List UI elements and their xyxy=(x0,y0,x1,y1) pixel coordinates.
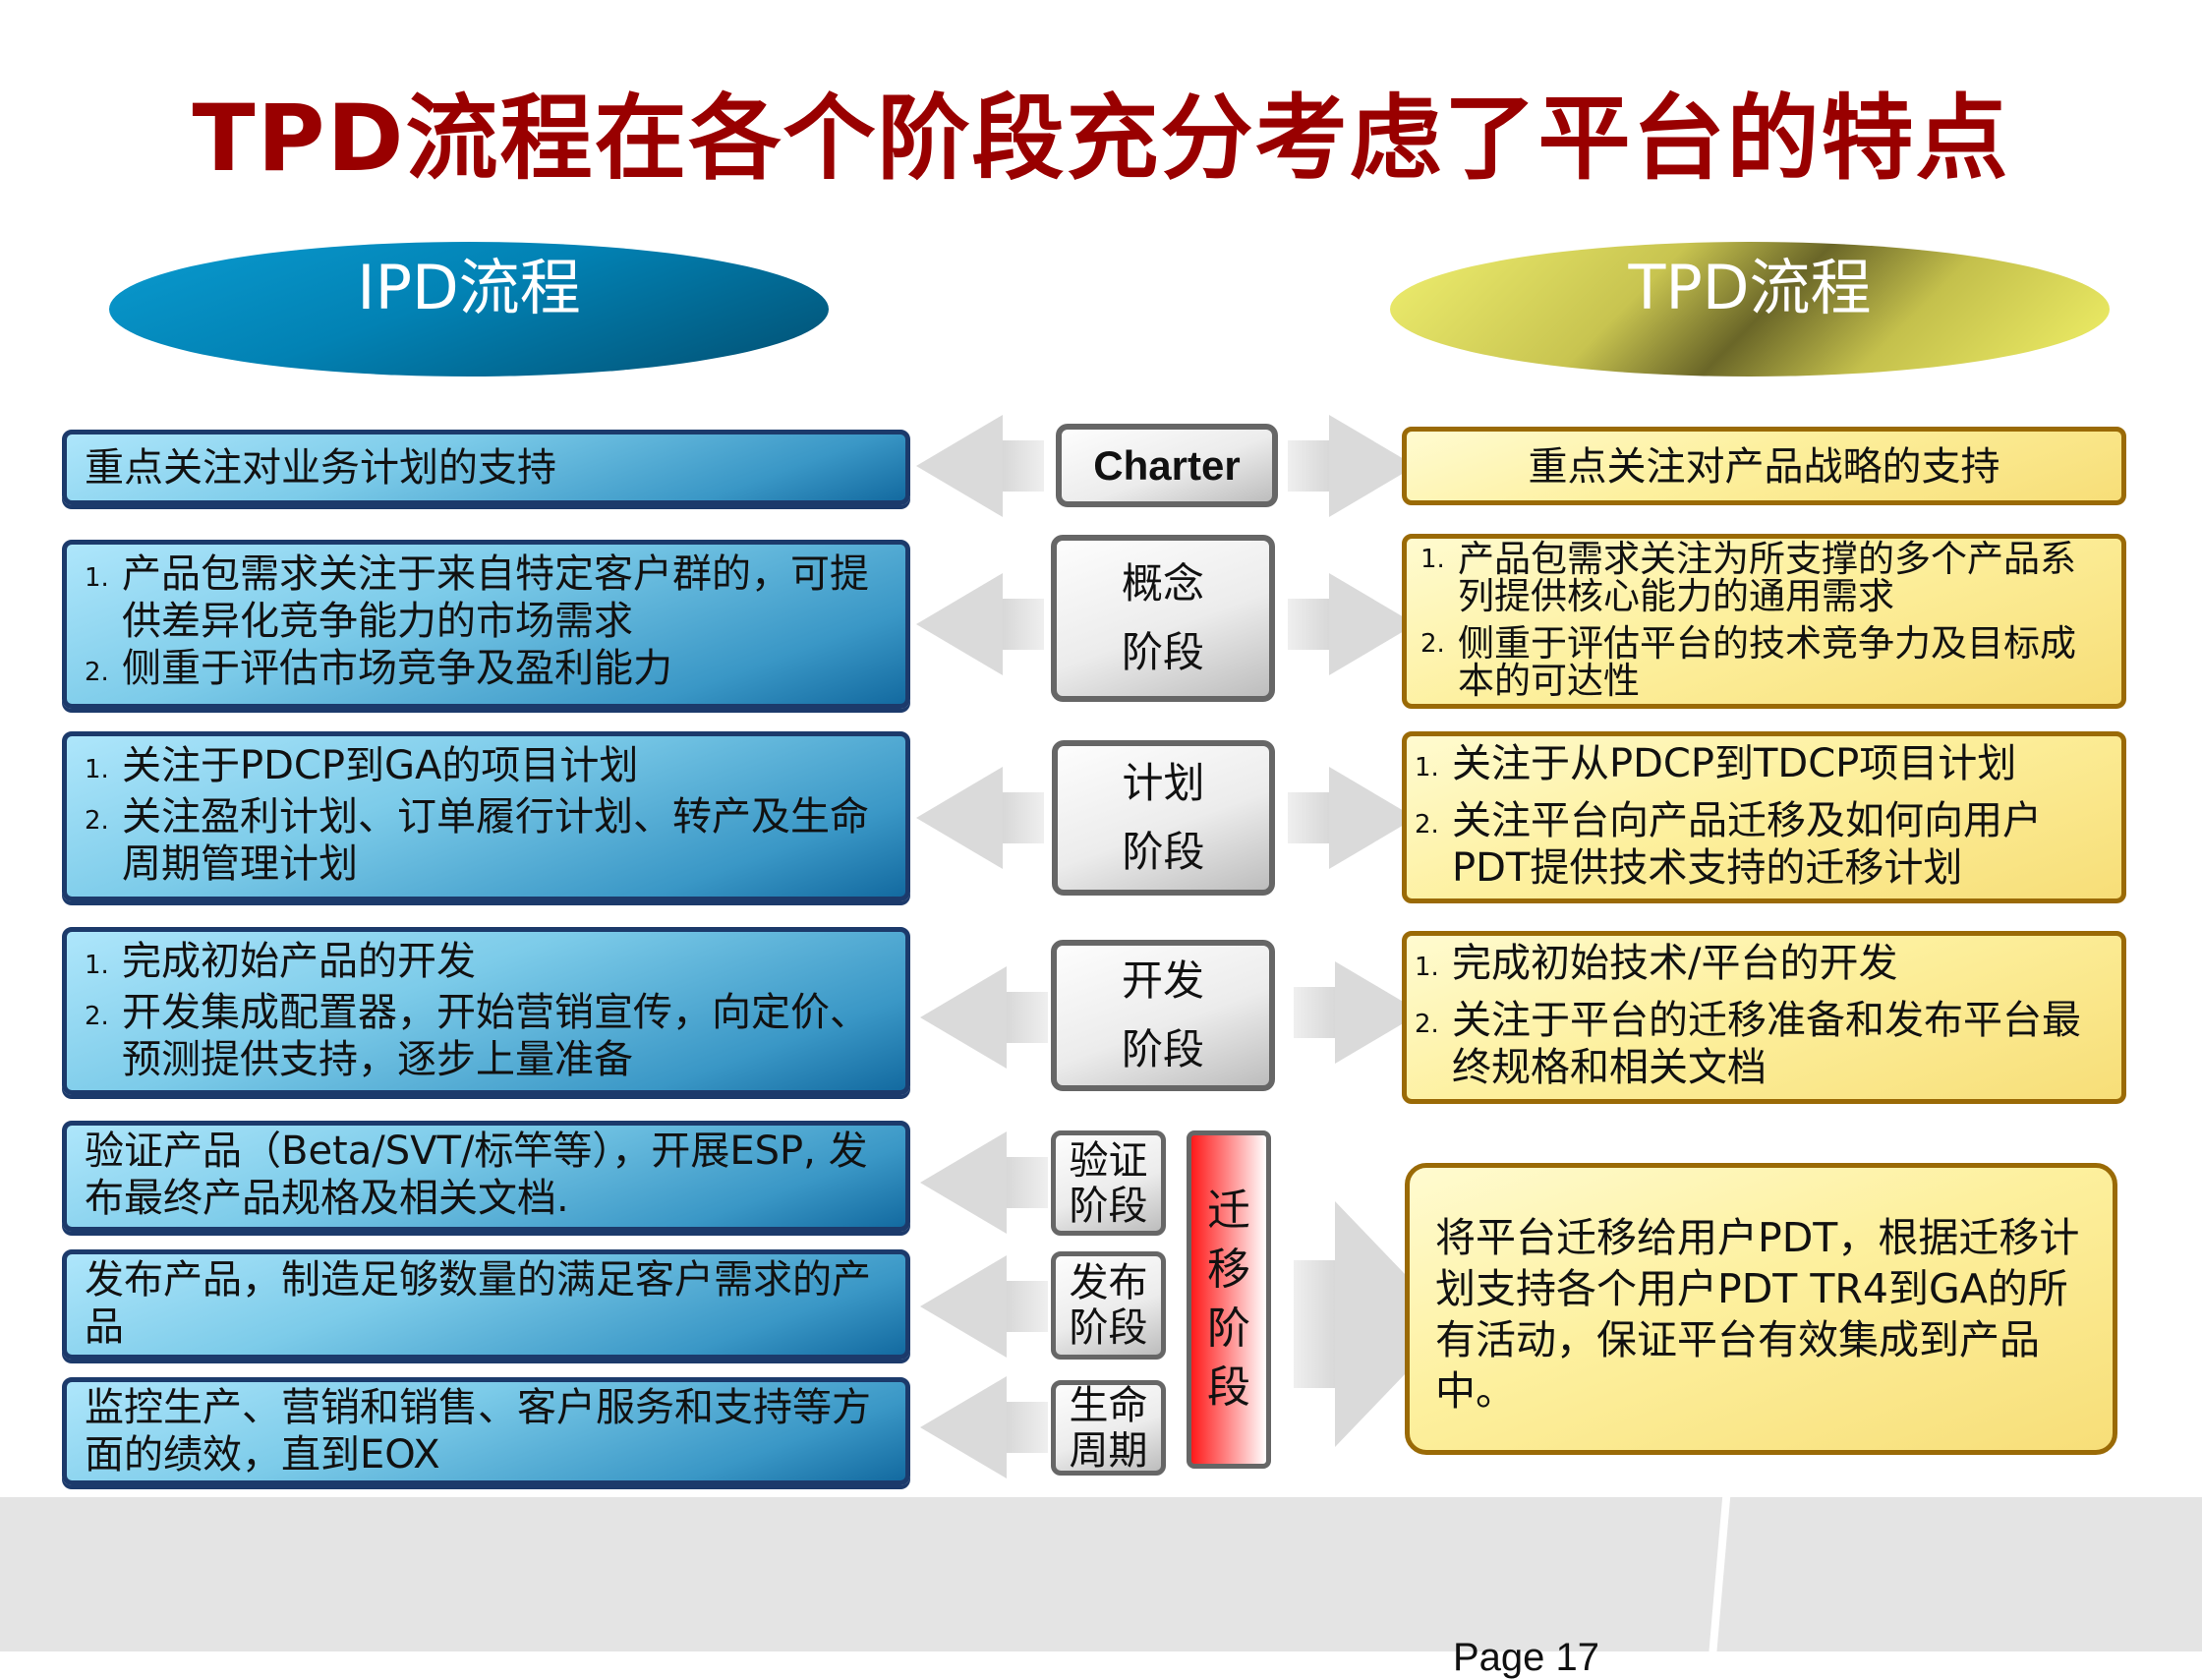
stage-label-line1: 计划 xyxy=(1122,759,1205,807)
tpd-header-ellipse: TPD流程 xyxy=(1390,242,2110,377)
tpd-box-concept: 1. 产品包需求关注为所支撑的多个产品系列提供核心能力的通用需求 2. 侧重于评… xyxy=(1402,534,2126,709)
stage-plan: 计划 阶段 xyxy=(1052,740,1275,896)
ipd-text: 验证产品（Beta/SVT/标竿等），开展ESP, 发布最终产品规格及相关文档. xyxy=(85,1129,868,1221)
item-text: 关注于平台的迁移准备和发布平台最终规格和相关文档 xyxy=(1452,998,2081,1090)
stage-label-line2: 阶段 xyxy=(1069,1183,1148,1229)
list-item: 1. 产品包需求关注为所支撑的多个产品系列提供核心能力的通用需求 xyxy=(1420,541,2108,615)
stage-label-line2: 阶段 xyxy=(1121,628,1204,676)
list-item: 1. 产品包需求关注于来自特定客户群的，可提供差异化竞争能力的市场需求 xyxy=(85,550,888,645)
stage-label-line1: 生命 xyxy=(1069,1382,1148,1428)
item-number: 1. xyxy=(1415,953,1439,982)
item-number: 2. xyxy=(1415,810,1439,840)
slide-title: TPD流程在各个阶段充分考虑了平台的特点 xyxy=(192,86,2010,193)
migration-char: 迁 xyxy=(1207,1186,1250,1236)
item-text: 完成初始技术/平台的开发 xyxy=(1452,941,1898,986)
item-text: 关注于PDCP到GA的项目计划 xyxy=(122,743,639,788)
stage-verify: 验证 阶段 xyxy=(1051,1130,1166,1236)
stage-label-line1: 概念 xyxy=(1121,559,1204,608)
item-number: 1. xyxy=(1415,753,1439,782)
list-item: 1. 完成初始技术/平台的开发 xyxy=(1415,940,2108,991)
item-text: 关注盈利计划、订单履行计划、转产及生命周期管理计划 xyxy=(122,794,869,887)
list-item: 1. 关注于PDCP到GA的项目计划 xyxy=(85,742,888,793)
stage-label-line2: 周期 xyxy=(1069,1427,1148,1474)
stage-migration: 迁 移 阶 段 xyxy=(1187,1130,1271,1469)
list-item: 2. 关注于平台的迁移准备和发布平台最终规格和相关文档 xyxy=(1415,997,2108,1091)
list-item: 2. 侧重于评估平台的技术竞争力及目标成本的可达性 xyxy=(1420,625,2108,700)
migration-char: 移 xyxy=(1207,1245,1250,1295)
stage-label-line2: 阶段 xyxy=(1122,828,1205,876)
tpd-header-label: TPD流程 xyxy=(1628,252,1872,323)
stage-label-line2: 阶段 xyxy=(1121,1025,1204,1073)
item-text: 产品包需求关注为所支撑的多个产品系列提供核心能力的通用需求 xyxy=(1458,538,2076,617)
stage-label-line1: 验证 xyxy=(1069,1137,1148,1184)
item-number: 2. xyxy=(1420,629,1445,659)
ipd-box-lifecycle: 监控生产、营销和销售、客户服务和支持等方面的绩效，直到EOX xyxy=(62,1377,910,1485)
ipd-text: 发布产品，制造足够数量的满足客户需求的产品 xyxy=(85,1257,871,1350)
ipd-box-concept: 1. 产品包需求关注于来自特定客户群的，可提供差异化竞争能力的市场需求 2. 侧… xyxy=(62,540,910,709)
item-text: 完成初始产品的开发 xyxy=(122,939,476,984)
item-number: 2. xyxy=(1415,1010,1439,1039)
tpd-box-plan: 1. 关注于从PDCP到TDCP项目计划 2. 关注平台向产品迁移及如何向用户P… xyxy=(1402,731,2126,903)
item-number: 1. xyxy=(1420,545,1445,574)
list-item: 2. 关注盈利计划、订单履行计划、转产及生命周期管理计划 xyxy=(85,793,888,888)
item-text: 关注平台向产品迁移及如何向用户PDT提供技术支持的迁移计划 xyxy=(1452,798,2042,891)
stage-develop: 开发 阶段 xyxy=(1051,940,1275,1091)
item-text: 侧重于评估平台的技术竞争力及目标成本的可达性 xyxy=(1458,622,2076,702)
stage-concept: 概念 阶段 xyxy=(1051,535,1275,702)
tpd-box-charter: 重点关注对产品战略的支持 xyxy=(1402,427,2126,505)
migration-char: 阶 xyxy=(1207,1303,1250,1354)
item-number: 2. xyxy=(85,1002,109,1031)
item-number: 2. xyxy=(85,658,109,687)
ipd-text: 重点关注对业务计划的支持 xyxy=(85,445,556,491)
stage-label-line1: 发布 xyxy=(1069,1260,1148,1305)
slide-footer xyxy=(0,1497,2202,1651)
item-number: 2. xyxy=(85,806,109,836)
tpd-text: 重点关注对产品战略的支持 xyxy=(1528,444,2000,490)
item-text: 产品包需求关注于来自特定客户群的，可提供差异化竞争能力的市场需求 xyxy=(122,551,869,644)
ipd-box-release: 发布产品，制造足够数量的满足客户需求的产品 xyxy=(62,1249,910,1360)
list-item: 2. 开发集成配置器，开始营销宣传，向定价、预测提供支持，逐步上量准备 xyxy=(85,989,888,1083)
stage-label: Charter xyxy=(1093,441,1241,489)
tpd-text: 将平台迁移给用户PDT，根据迁移计划支持各个用户PDT TR4到GA的所有活动，… xyxy=(1435,1214,2080,1415)
item-text: 关注于从PDCP到TDCP项目计划 xyxy=(1452,741,2017,786)
ipd-box-verify: 验证产品（Beta/SVT/标竿等），开展ESP, 发布最终产品规格及相关文档. xyxy=(62,1121,910,1232)
page-number: Page 17 xyxy=(1453,1636,1600,1679)
list-item: 1. 关注于从PDCP到TDCP项目计划 xyxy=(1415,740,2108,791)
migration-char: 段 xyxy=(1207,1362,1250,1413)
ipd-box-charter: 重点关注对业务计划的支持 xyxy=(62,430,910,505)
item-number: 1. xyxy=(85,755,109,784)
stage-charter: Charter xyxy=(1056,424,1278,507)
tpd-box-develop: 1. 完成初始技术/平台的开发 2. 关注于平台的迁移准备和发布平台最终规格和相… xyxy=(1402,931,2126,1104)
list-item: 2. 关注平台向产品迁移及如何向用户PDT提供技术支持的迁移计划 xyxy=(1415,797,2108,892)
ipd-text: 监控生产、营销和销售、客户服务和支持等方面的绩效，直到EOX xyxy=(85,1385,871,1477)
ipd-box-develop: 1. 完成初始产品的开发 2. 开发集成配置器，开始营销宣传，向定价、预测提供支… xyxy=(62,927,910,1095)
list-item: 2. 侧重于评估市场竞争及盈利能力 xyxy=(85,645,888,696)
ipd-header-label: IPD流程 xyxy=(357,252,581,323)
item-text: 侧重于评估市场竞争及盈利能力 xyxy=(122,646,672,691)
stage-lifecycle: 生命 周期 xyxy=(1051,1380,1166,1476)
stage-label-line1: 开发 xyxy=(1121,956,1204,1005)
item-text: 开发集成配置器，开始营销宣传，向定价、预测提供支持，逐步上量准备 xyxy=(122,990,869,1082)
item-number: 1. xyxy=(85,563,109,593)
stage-release: 发布 阶段 xyxy=(1051,1251,1166,1360)
stage-label-line2: 阶段 xyxy=(1069,1305,1148,1351)
ipd-header-ellipse: IPD流程 xyxy=(109,242,829,377)
list-item: 1. 完成初始产品的开发 xyxy=(85,938,888,989)
tpd-box-migration: 将平台迁移给用户PDT，根据迁移计划支持各个用户PDT TR4到GA的所有活动，… xyxy=(1405,1163,2117,1455)
ipd-box-plan: 1. 关注于PDCP到GA的项目计划 2. 关注盈利计划、订单履行计划、转产及生… xyxy=(62,731,910,901)
item-number: 1. xyxy=(85,951,109,980)
